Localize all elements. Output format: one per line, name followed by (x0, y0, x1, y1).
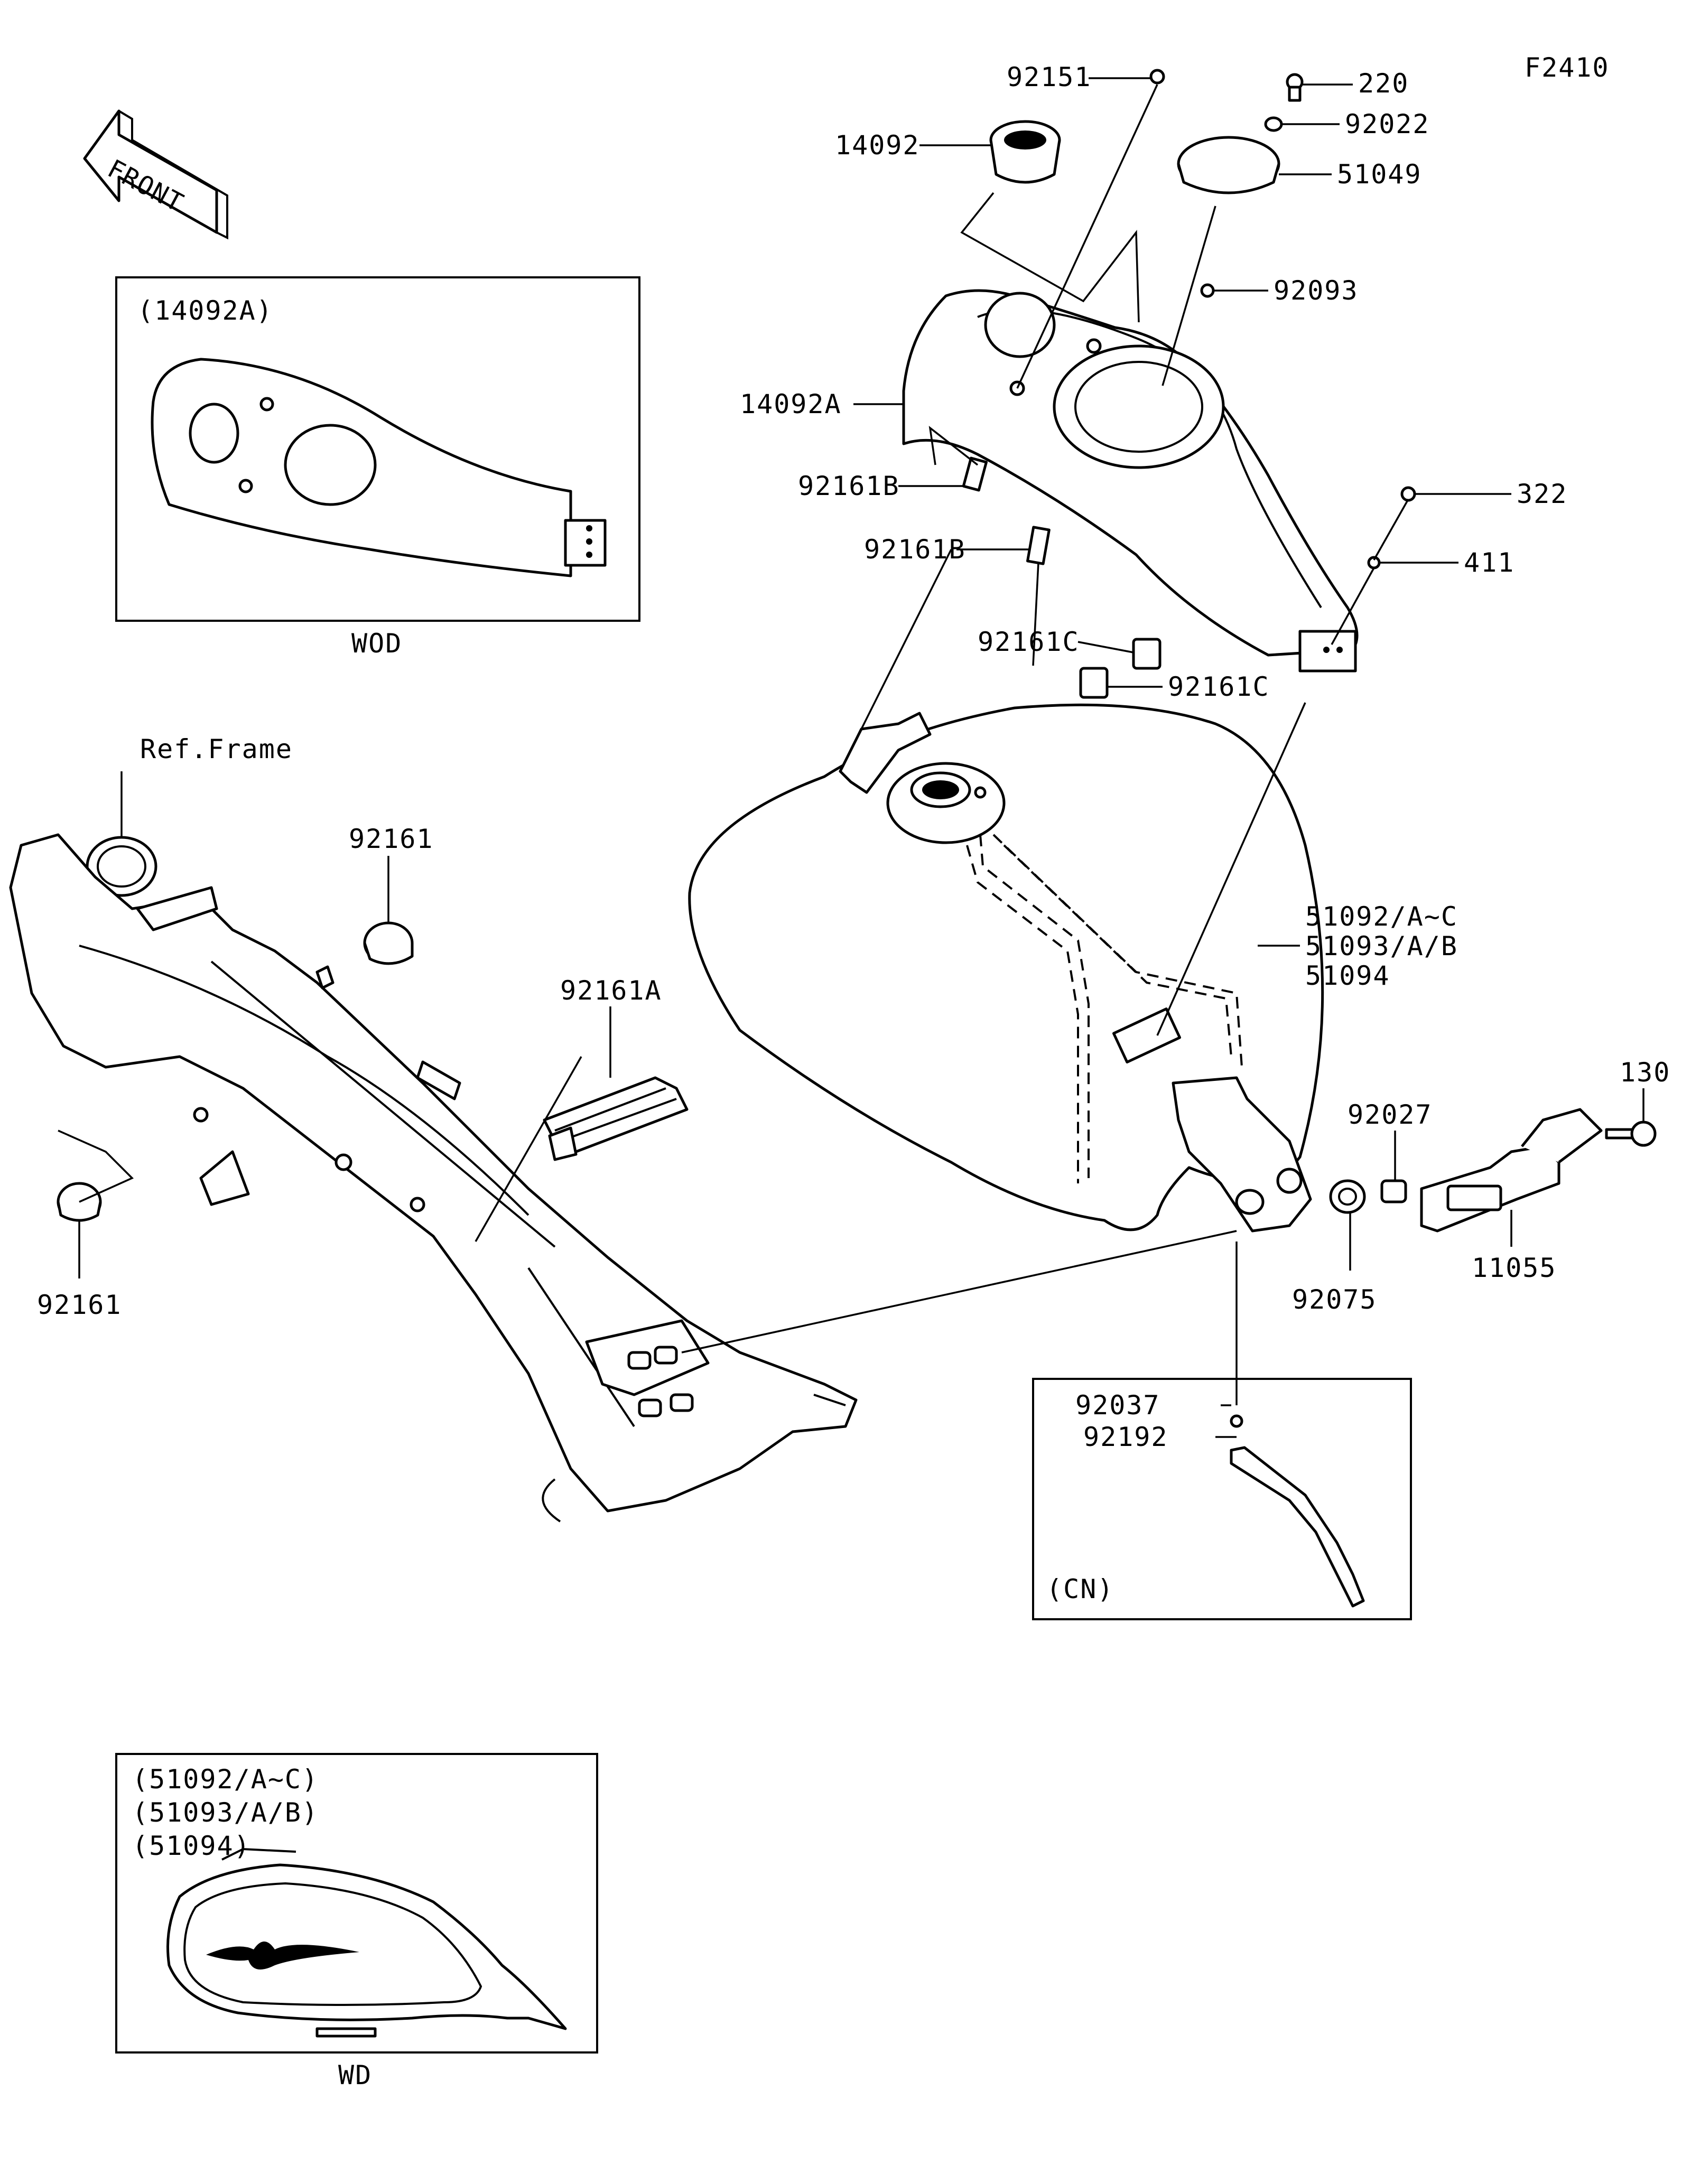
label-14092A: 14092A (740, 389, 842, 419)
bolt-130 (1605, 1121, 1657, 1147)
label-92161-bottom: 92161 (37, 1290, 122, 1320)
label-130: 130 (1620, 1057, 1670, 1088)
tank-cover-14092A (902, 289, 1359, 673)
label-92161C-2: 92161C (1168, 671, 1270, 702)
label-92037: 92037 (1075, 1390, 1160, 1421)
washer-92022 (1264, 116, 1283, 132)
label-14092: 14092 (835, 130, 920, 161)
tank-cover-wod-drawing (151, 358, 607, 577)
label-11055: 11055 (1472, 1253, 1557, 1283)
label-92161B-1: 92161B (798, 471, 900, 501)
ref-frame-label: Ref.Frame (140, 734, 293, 764)
label-92192: 92192 (1083, 1422, 1168, 1452)
figure-code: F2410 (1525, 52, 1610, 83)
cushion-92161C-a (1132, 638, 1162, 670)
label-322: 322 (1517, 479, 1567, 509)
cushion-92161C-b (1079, 667, 1109, 699)
label-92161B-2: 92161B (864, 534, 966, 565)
wd-inset-title-1: (51092/A~C) (132, 1764, 319, 1795)
label-51094: 51094 (1305, 960, 1390, 991)
front-direction-arrow: FRONT (83, 109, 228, 240)
nut-322 (1400, 486, 1416, 502)
filler-cap-ring-14092 (989, 120, 1061, 184)
label-92027: 92027 (1348, 1099, 1433, 1130)
wd-inset-caption: WD (338, 2060, 372, 2090)
washer-92093 (1200, 283, 1215, 298)
fuel-tank-wd-drawing (166, 1847, 567, 2038)
wod-inset-box (115, 276, 640, 622)
rubber-92161B-a (962, 456, 988, 492)
label-92161-top: 92161 (349, 824, 434, 854)
cap-51049 (1177, 136, 1280, 194)
bolt-220 (1286, 73, 1304, 102)
label-92151: 92151 (1007, 62, 1092, 92)
label-51092: 51092/A~C (1305, 901, 1458, 932)
wd-inset-title-2: (51093/A/B) (132, 1797, 319, 1828)
label-51093: 51093/A/B (1305, 931, 1458, 962)
label-411: 411 (1464, 547, 1515, 578)
label-92022: 92022 (1345, 109, 1430, 139)
frame-reference (9, 833, 858, 1523)
cn-inset-caption: (CN) (1046, 1574, 1114, 1604)
label-220: 220 (1358, 68, 1409, 99)
bracket-11055 (1420, 1108, 1603, 1233)
rubber-92161-top (315, 921, 414, 990)
wd-inset-title-3: (51094) (132, 1831, 251, 1861)
label-92075: 92075 (1292, 1284, 1377, 1315)
collar-92027 (1380, 1179, 1407, 1203)
label-92161A: 92161A (560, 975, 662, 1006)
label-92093: 92093 (1274, 275, 1359, 306)
fuel-tank-51092 (688, 703, 1324, 1233)
cn-inset-box (1032, 1378, 1412, 1620)
label-92161C-1: 92161C (978, 627, 1080, 657)
wd-inset-box (115, 1753, 598, 2054)
rubber-92161B-b (1026, 526, 1051, 565)
wod-inset-caption: WOD (351, 628, 402, 659)
grommet-92075 (1329, 1179, 1366, 1214)
label-51049: 51049 (1337, 159, 1422, 190)
leader-lines (58, 77, 1644, 1438)
hose-92192 (1230, 1414, 1365, 1608)
screw-92151 (1149, 69, 1165, 85)
rubber-92161A (543, 1076, 689, 1161)
wod-inset-title: (14092A) (137, 295, 273, 326)
